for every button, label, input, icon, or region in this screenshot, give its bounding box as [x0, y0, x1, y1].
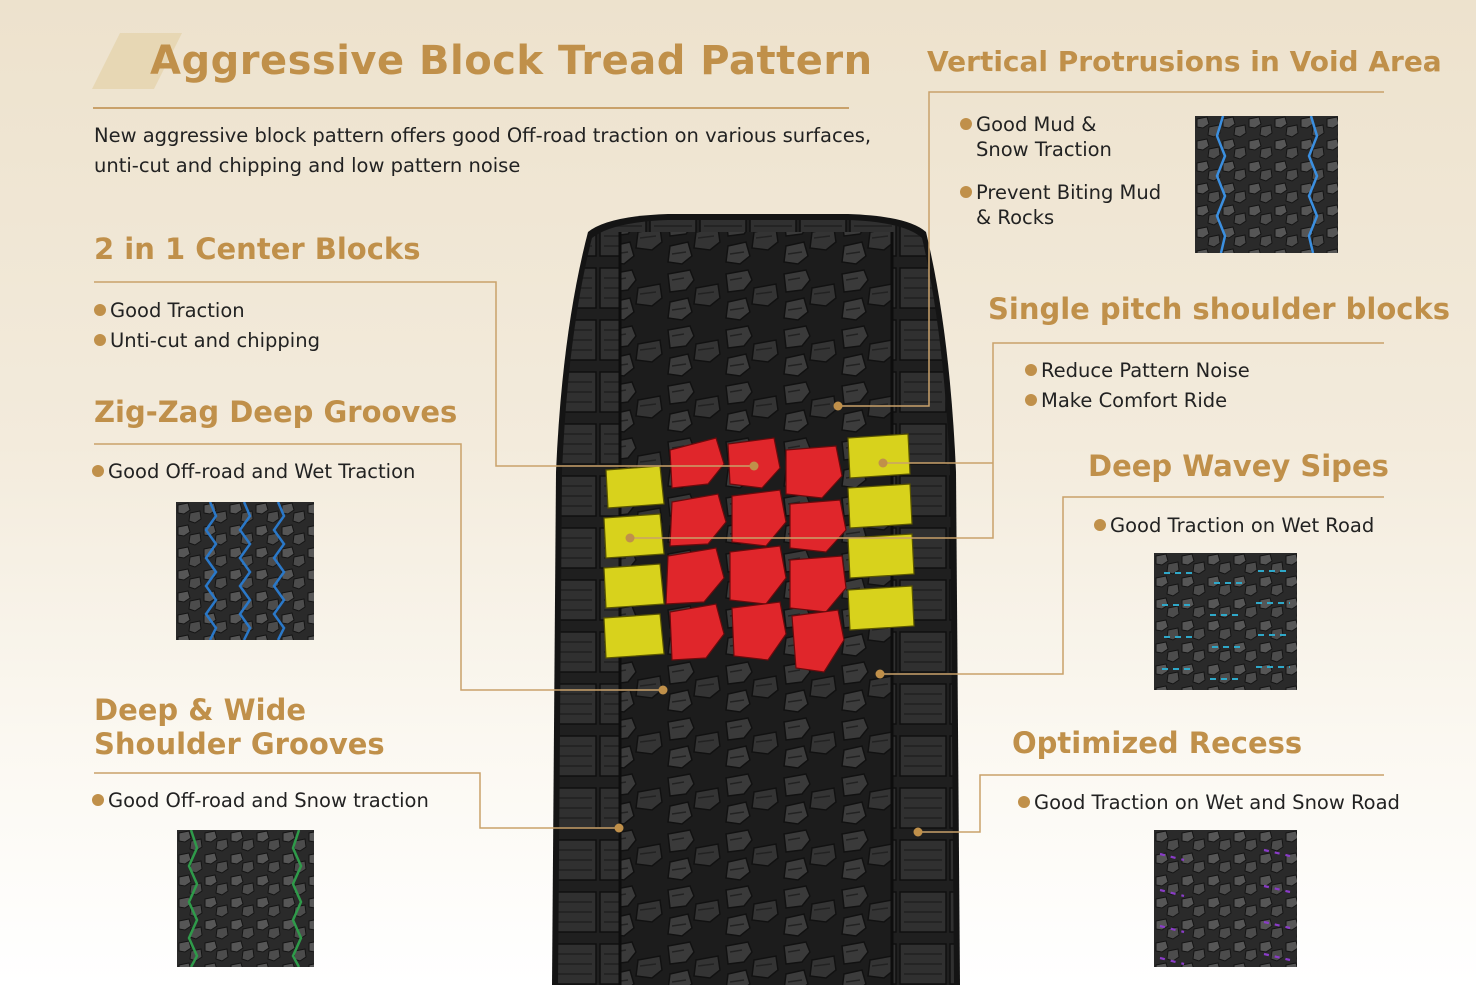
bullet-good-traction: Good Traction: [94, 298, 245, 323]
shoulder-block-highlights: [603, 433, 915, 659]
feature-title-single-pitch: Single pitch shoulder blocks: [988, 292, 1451, 326]
intro-line-1: New aggressive block pattern offers good…: [94, 124, 872, 147]
bullet-offroad-snow: Good Off-road and Snow traction: [92, 788, 429, 813]
feature-title-zigzag: Zig-Zag Deep Grooves: [94, 395, 458, 429]
shoulder-groove-thumbnail: [177, 830, 314, 967]
bullet-comfort-ride: Make Comfort Ride: [1025, 388, 1227, 413]
bullet-wet-snow-road: Good Traction on Wet and Snow Road: [1018, 790, 1400, 815]
feature-title-center-blocks: 2 in 1 Center Blocks: [94, 232, 421, 266]
recess-thumbnail: [1154, 830, 1297, 967]
feature-title-recess: Optimized Recess: [1012, 726, 1303, 760]
tire-tread-image: [552, 214, 960, 985]
bullet-dot: [1025, 364, 1037, 376]
bullet-dot: [1025, 394, 1037, 406]
bullet-dot: [960, 186, 972, 198]
bullet-offroad-wet: Good Off-road and Wet Traction: [92, 459, 415, 484]
bullet-dot: [1018, 796, 1030, 808]
zigzag-groove-thumbnail: [176, 502, 314, 640]
page-title: Aggressive Block Tread Pattern: [150, 38, 873, 84]
shoulder-grooves-title-line-1: Deep & Wide: [94, 693, 307, 727]
bullet-prevent-biting: Prevent Biting Mud & Rocks: [960, 180, 1161, 230]
bullet-dot: [92, 794, 104, 806]
bullet-dot: [92, 465, 104, 477]
title-accent-shape: [92, 33, 182, 89]
intro-line-2: unti-cut and chipping and low pattern no…: [94, 154, 521, 177]
bullet-dot: [960, 118, 972, 130]
bullet-unti-cut: Unti-cut and chipping: [94, 328, 320, 353]
feature-title-sipes: Deep Wavey Sipes: [1088, 449, 1389, 483]
title-divider: [93, 107, 849, 109]
bullet-dot: [1094, 519, 1106, 531]
bullet-reduce-noise: Reduce Pattern Noise: [1025, 358, 1250, 383]
bullet-mud-snow: Good Mud & Snow Traction: [960, 112, 1112, 162]
bullet-dot: [94, 334, 106, 346]
feature-title-shoulder-grooves: Deep & Wide Shoulder Grooves: [94, 693, 385, 761]
bullet-dot: [94, 304, 106, 316]
bullet-wet-road: Good Traction on Wet Road: [1094, 513, 1374, 538]
sipes-thumbnail: [1154, 553, 1297, 690]
shoulder-grooves-title-line-2: Shoulder Grooves: [94, 727, 385, 761]
vertical-protrusion-thumbnail: [1195, 116, 1338, 253]
intro-text: New aggressive block pattern offers good…: [94, 121, 871, 181]
feature-title-vertical-protrusions: Vertical Protrusions in Void Area: [927, 45, 1442, 78]
